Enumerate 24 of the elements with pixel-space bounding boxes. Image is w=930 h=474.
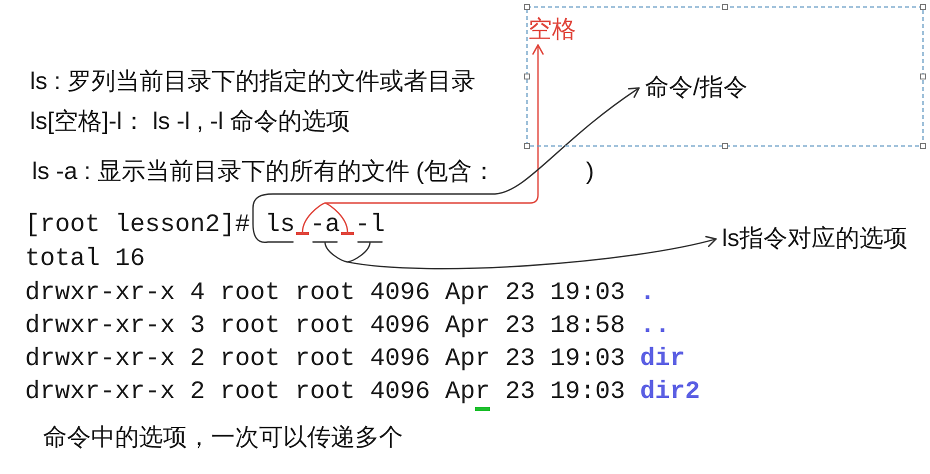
terminal-text: total 16 xyxy=(25,245,146,273)
terminal-text: [root lesson2]# xyxy=(25,211,250,239)
tick-mark xyxy=(341,232,354,235)
note-text: ) xyxy=(586,158,594,186)
terminal-text: drwxr-xr-x 2 root root 4096 Apr 23 19:03 xyxy=(25,378,626,406)
command-word: -a xyxy=(310,211,340,239)
leader-arrow xyxy=(252,87,640,243)
leader-arrow xyxy=(312,236,717,270)
command-word: -l xyxy=(355,211,386,239)
file-name: dir2 xyxy=(640,378,700,406)
terminal-text: drwxr-xr-x 3 root root 4096 Apr 23 18:58 xyxy=(25,312,626,340)
note-text: ls[空格]-l： ls -l , -l 命令的选项 xyxy=(30,108,350,136)
note-text: ls -a : 显示当前目录下的所有的文件 (包含： xyxy=(32,158,496,186)
file-name: . xyxy=(640,279,656,307)
command-word: ls xyxy=(265,211,296,239)
terminal-text: drwxr-xr-x 4 root root 4096 Apr 23 19:03 xyxy=(25,279,626,307)
leader-arrow xyxy=(302,44,544,233)
note-text: 命令中的选项，一次可以传递多个 xyxy=(43,424,403,452)
tick-mark xyxy=(296,232,309,235)
terminal-text: drwxr-xr-x 2 root root 4096 Apr 23 19:03 xyxy=(25,345,626,373)
note-text: ls : 罗列当前目录下的指定的文件或者目录 xyxy=(30,68,476,96)
file-name: .. xyxy=(640,312,670,340)
file-name: dir xyxy=(640,345,686,373)
callout-label: ls指令对应的选项 xyxy=(722,225,908,253)
